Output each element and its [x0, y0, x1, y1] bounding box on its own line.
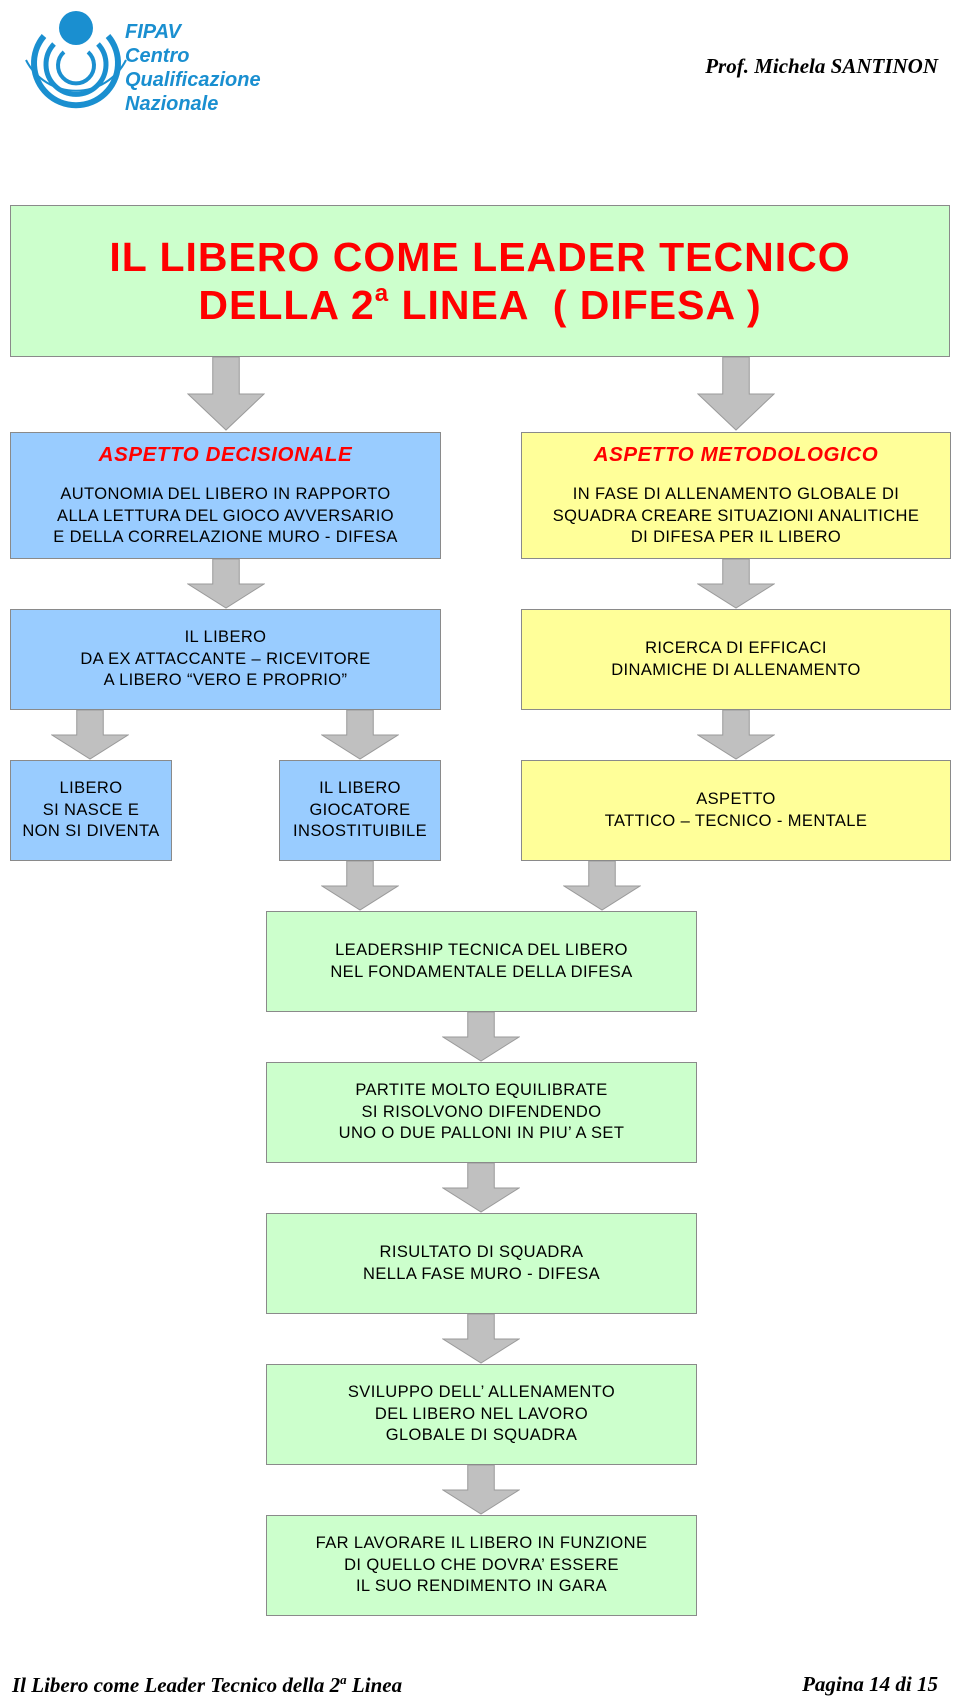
- box-line: ASPETTO: [696, 790, 776, 808]
- box-line: IL LIBERO: [319, 779, 401, 798]
- box-line: SI NASCE E: [42, 800, 140, 819]
- arrow-down-icon: [442, 1163, 520, 1213]
- arrow-down-icon: [442, 1012, 520, 1062]
- box-aspetto-tattico: ASPETTO TATTICO – TECNICO - MENTALE: [521, 760, 951, 861]
- box-line: DI DIFESA PER IL LIBERO: [630, 528, 842, 547]
- arrow-down-icon: [442, 1465, 520, 1515]
- arrow-down-icon: [321, 710, 399, 760]
- box-line: IL LIBERO: [184, 628, 267, 647]
- box-risultato: RISULTATO DI SQUADRA NELLA FASE MURO - D…: [266, 1213, 697, 1314]
- box-line: A LIBERO “VERO E PROPRIO”: [103, 671, 348, 690]
- box-line: IN FASE DI ALLENAMENTO GLOBALE DI: [572, 485, 900, 504]
- box-heading: ASPETTO DECISIONALE: [98, 443, 353, 467]
- box-heading: ASPETTO METODOLOGICO: [593, 443, 879, 467]
- box-partite: PARTITE MOLTO EQUILIBRATE SI RISOLVONO D…: [266, 1062, 697, 1163]
- box-line: NELLA FASE MURO - DIFESA: [363, 1264, 600, 1283]
- footer-title-post: Linea: [346, 1673, 403, 1697]
- arrow-down-icon: [442, 1314, 520, 1364]
- page-number: Pagina 14 di 15: [802, 1672, 938, 1696]
- box-line: INSOSTITUIBILE: [293, 822, 427, 841]
- box-line: SQUADRA CREARE SITUAZIONI ANALITICHE: [552, 506, 920, 525]
- box-ex-attaccante: IL LIBERO DA EX ATTACCANTE – RICEVITORE …: [10, 609, 441, 710]
- arrow-down-icon: [187, 559, 265, 609]
- box-line: GIOCATORE: [309, 800, 411, 819]
- arrow-down-icon: [697, 357, 775, 431]
- box-aspetto-decisionale: ASPETTO DECISIONALE AUTONOMIA DEL LIBERO…: [10, 432, 441, 559]
- box-leadership: LEADERSHIP TECNICA DEL LIBERO NEL FONDAM…: [266, 911, 697, 1012]
- logo-line: Centro: [125, 45, 190, 67]
- box-line: LIBERO: [59, 779, 123, 798]
- title-superscript: a: [374, 280, 390, 307]
- title-line-1: IL LIBERO COME LEADER TECNICO: [109, 234, 851, 280]
- logo-line: FIPAV: [125, 21, 181, 43]
- box-sviluppo: SVILUPPO DELL’ ALLENAMENTO DEL LIBERO NE…: [266, 1364, 697, 1465]
- box-line: IL SUO RENDIMENTO IN GARA: [355, 1577, 608, 1596]
- arrow-down-icon: [51, 710, 129, 760]
- footer-superscript: a: [340, 1672, 347, 1687]
- box-line: NON SI DIVENTA: [22, 822, 160, 841]
- box-line: TATTICO – TECNICO - MENTALE: [604, 811, 868, 830]
- logo-line: Qualificazione: [125, 69, 261, 91]
- box-line: UNO O DUE PALLONI IN PIU’ A SET: [338, 1124, 625, 1143]
- page-title: IL LIBERO COME LEADER TECNICO DELLA 2a L…: [109, 233, 850, 329]
- arrow-down-icon: [321, 861, 399, 911]
- box-line: LEADERSHIP TECNICA DEL LIBERO: [335, 941, 628, 959]
- author-name: Prof. Michela SANTINON: [705, 54, 938, 78]
- box-line: DINAMICHE DI ALLENAMENTO: [611, 660, 861, 679]
- box-ricerca-dinamiche: RICERCA DI EFFICACI DINAMICHE DI ALLENAM…: [521, 609, 951, 710]
- box-line: GLOBALE DI SQUADRA: [385, 1426, 578, 1445]
- box-line: DA EX ATTACCANTE – RICEVITORE: [80, 649, 371, 668]
- box-insostituibile: IL LIBERO GIOCATORE INSOSTITUIBILE: [279, 760, 441, 861]
- logo-line: Nazionale: [125, 93, 219, 115]
- box-line: DI QUELLO CHE DOVRA’ ESSERE: [344, 1555, 619, 1574]
- arrow-down-icon: [563, 861, 641, 911]
- box-line: RICERCA DI EFFICACI: [645, 639, 827, 657]
- box-line: ALLA LETTURA DEL GIOCO AVVERSARIO: [57, 506, 394, 525]
- box-line: SVILUPPO DELL’ ALLENAMENTO: [347, 1383, 616, 1402]
- arrow-down-icon: [697, 710, 775, 760]
- footer-document-title: Il Libero come Leader Tecnico della 2a L…: [12, 1672, 402, 1698]
- footer-title-pre: Il Libero come Leader Tecnico della 2: [12, 1673, 341, 1697]
- box-line: DEL LIBERO NEL LAVORO: [374, 1404, 589, 1423]
- title-line-2: DELLA 2a LINEA ( DIFESA ): [109, 281, 850, 329]
- arrow-down-icon: [697, 559, 775, 609]
- logo-text: FIPAV Centro Qualificazione Nazionale: [125, 20, 261, 116]
- box-line: FAR LAVORARE IL LIBERO IN FUNZIONE: [315, 1534, 648, 1553]
- box-far-lavorare: FAR LAVORARE IL LIBERO IN FUNZIONE DI QU…: [266, 1515, 697, 1616]
- box-line: PARTITE MOLTO EQUILIBRATE: [355, 1081, 608, 1100]
- box-line: E DELLA CORRELAZIONE MURO - DIFESA: [53, 528, 398, 547]
- title-line-2-pre: DELLA 2: [198, 282, 375, 328]
- box-line: RISULTATO DI SQUADRA: [379, 1243, 584, 1261]
- box-line: SI RISOLVONO DIFENDENDO: [361, 1102, 602, 1121]
- box-line: AUTONOMIA DEL LIBERO IN RAPPORTO: [60, 485, 391, 504]
- volleyball-emblem-icon: [25, 11, 127, 109]
- arrow-down-icon: [187, 357, 265, 431]
- box-line: NEL FONDAMENTALE DELLA DIFESA: [330, 962, 633, 981]
- title-line-2-post: LINEA ( DIFESA ): [389, 282, 762, 328]
- title-box: IL LIBERO COME LEADER TECNICO DELLA 2a L…: [10, 205, 950, 357]
- box-aspetto-metodologico: ASPETTO METODOLOGICO IN FASE DI ALLENAME…: [521, 432, 951, 559]
- box-si-nasce: LIBERO SI NASCE E NON SI DIVENTA: [10, 760, 172, 861]
- fipav-logo: [8, 0, 278, 140]
